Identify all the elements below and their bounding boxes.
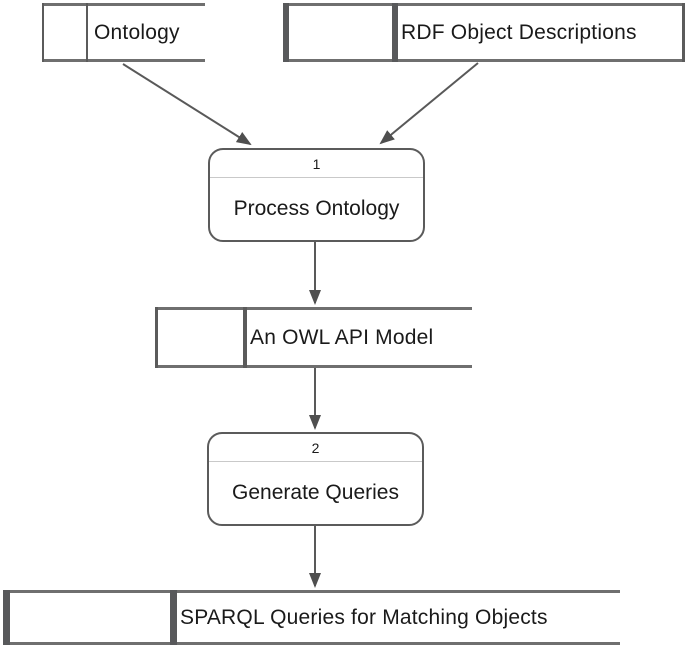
datastore-left-edge [283, 3, 289, 62]
datastore-ontology-label: Ontology [94, 20, 180, 44]
datastore-sparql-label: SPARQL Queries for Matching Objects [180, 605, 548, 629]
datastore-rdf-object-descriptions: RDF Object Descriptions [283, 3, 685, 62]
process-label: Generate Queries [232, 481, 399, 504]
datastore-top-edge [283, 3, 685, 6]
arrow-rdf-to-process1 [379, 62, 479, 145]
datastore-bottom-edge [42, 59, 205, 62]
datastore-top-edge [155, 307, 472, 310]
datastore-id-divider [392, 3, 398, 62]
process-1-process-ontology: 1 Process Ontology [208, 148, 425, 242]
datastore-left-edge [42, 3, 44, 62]
datastore-bottom-edge [155, 365, 472, 368]
datastore-top-edge [42, 3, 205, 6]
datastore-id-divider [86, 3, 88, 62]
datastore-top-edge [3, 590, 620, 593]
datastore-left-edge [3, 590, 10, 645]
datastore-bottom-edge [3, 642, 620, 645]
datastore-bottom-edge [283, 59, 685, 62]
datastore-owl-label: An OWL API Model [250, 325, 434, 349]
datastore-id-divider [243, 307, 247, 368]
datastore-right-edge [682, 3, 685, 62]
process-number: 2 [209, 434, 422, 462]
datastore-sparql-queries: SPARQL Queries for Matching Objects [3, 590, 620, 645]
datastore-ontology: Ontology [42, 3, 205, 62]
datastore-id-divider [170, 590, 177, 645]
process-number: 1 [210, 150, 423, 178]
process-label: Process Ontology [233, 197, 400, 220]
process-2-generate-queries: 2 Generate Queries [207, 432, 424, 526]
datastore-owl-api-model: An OWL API Model [155, 307, 472, 368]
datastore-rdf-label: RDF Object Descriptions [401, 20, 637, 44]
datastore-left-edge [155, 307, 158, 368]
arrow-ontology-to-process1 [122, 63, 252, 146]
